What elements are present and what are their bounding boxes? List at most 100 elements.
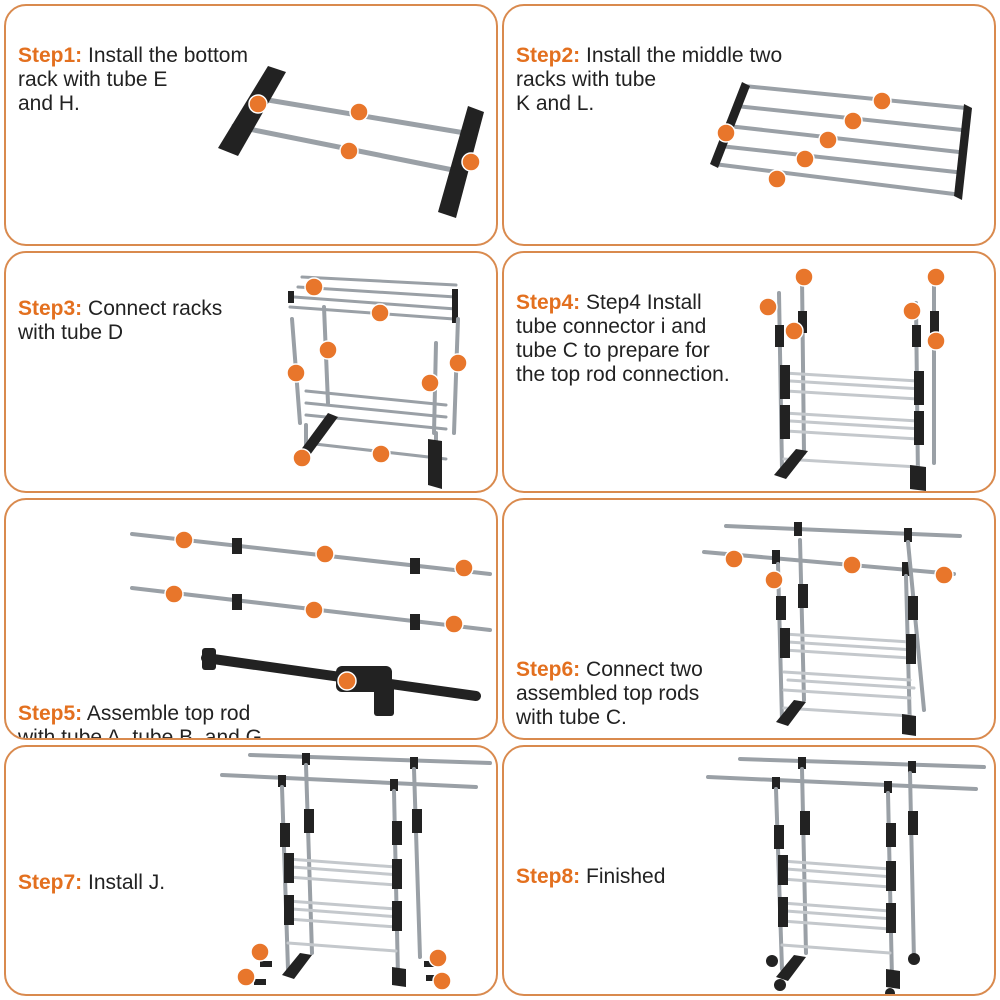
svg-text:H: H	[6, 6, 10, 13]
step2-caption: Step2: Install the middle two racks with…	[516, 20, 782, 116]
part-badge-e: E	[6, 6, 359, 161]
step2-label: Step2:	[516, 44, 581, 67]
part-badge-c: C	[504, 253, 778, 317]
step8-panel: Step8: Finished	[502, 745, 996, 996]
part-badge-k: K	[504, 6, 863, 131]
step2-illustration: K K L K K K	[504, 6, 972, 200]
svg-text:H: H	[6, 253, 10, 260]
svg-text:J: J	[6, 747, 9, 754]
step3-label: Step3:	[18, 297, 83, 320]
part-badge-j: J	[6, 747, 448, 968]
svg-text:D: D	[6, 253, 11, 260]
step1-illustration: H E E H	[6, 6, 484, 218]
part-badge-d: D	[6, 253, 468, 373]
step6-illustration: B A B C	[504, 500, 962, 736]
part-badge-k: K	[504, 6, 838, 150]
step1-panel: Step1: Install the bottom rack with tube…	[4, 4, 498, 246]
svg-text:A: A	[504, 500, 509, 507]
step6-panel: Step6: Connect two assembled top rods wi…	[502, 498, 996, 740]
svg-text:K: K	[504, 6, 509, 13]
step2-panel: Step2: Install the middle two racks with…	[502, 4, 996, 246]
step8-text: Finished	[586, 865, 666, 888]
svg-text:K: K	[504, 6, 509, 13]
step5-label: Step5:	[18, 702, 83, 725]
svg-text:J: J	[6, 747, 9, 754]
part-badge-i: I	[504, 253, 946, 351]
svg-text:K: K	[504, 6, 509, 13]
part-badge-b: B	[6, 500, 184, 604]
part-badge-b: B	[504, 500, 744, 569]
part-badge-b: B	[6, 500, 464, 634]
part-badge-c: C	[504, 253, 922, 321]
part-badge-d: D	[6, 253, 306, 383]
svg-text:K: K	[6, 253, 11, 260]
svg-text:L: L	[6, 253, 10, 260]
step7-label: Step7:	[18, 871, 83, 894]
part-badge-c: C	[504, 253, 946, 287]
part-badge-b: B	[6, 500, 194, 550]
svg-text:D: D	[6, 253, 11, 260]
svg-text:J: J	[6, 747, 9, 754]
svg-text:E: E	[6, 6, 10, 13]
part-badge-k: K	[504, 6, 815, 169]
step5-illustration: B A B B A B G	[6, 500, 492, 716]
svg-text:J: J	[6, 747, 9, 754]
svg-text:B: B	[504, 500, 509, 507]
part-badge-k: K	[6, 253, 390, 323]
part-badge-k: K	[504, 6, 892, 111]
step5-panel: Step5: Assemble top rod with tube A, tub…	[4, 498, 498, 740]
svg-text:C: C	[504, 253, 509, 260]
svg-text:E: E	[6, 6, 10, 13]
step8-illustration	[706, 757, 986, 994]
step7-caption: Step7: Install J.	[18, 847, 165, 895]
svg-text:D: D	[6, 253, 11, 260]
part-badge-a: A	[6, 500, 335, 564]
part-badge-a: A	[6, 500, 324, 620]
svg-text:D: D	[6, 253, 11, 260]
step6-caption: Step6: Connect two assembled top rods wi…	[516, 634, 703, 730]
part-badge-g: G	[6, 500, 357, 691]
svg-text:C: C	[504, 500, 509, 507]
step4-caption: Step4: Step4 Install tube connector i an…	[516, 267, 730, 387]
svg-text:G: G	[6, 500, 11, 507]
step3-illustration: L K D D D D H E	[6, 253, 468, 489]
step8-label: Step8:	[516, 865, 581, 888]
step5-caption: Step5: Assemble top rod with tube A, tub…	[18, 678, 268, 740]
part-badge-d: D	[6, 253, 440, 393]
part-badge-j: J	[6, 747, 452, 991]
part-badge-c: C	[504, 500, 784, 590]
part-badge-k: K	[504, 6, 787, 189]
part-badge-h: H	[6, 6, 481, 172]
step7-illustration: J J J J	[6, 747, 492, 991]
svg-text:B: B	[504, 500, 509, 507]
svg-text:L: L	[504, 6, 508, 13]
step1-caption: Step1: Install the bottom rack with tube…	[18, 20, 248, 116]
step6-text: Connect two assembled top rods with tube…	[516, 658, 703, 729]
part-badge-c: C	[504, 253, 814, 287]
step1-text: Install the bottom rack with tube E and …	[18, 44, 248, 115]
step4-label: Step4:	[516, 291, 581, 314]
step5-text: Assemble top rod with tube A, tube B, an…	[18, 702, 268, 740]
svg-text:K: K	[504, 6, 509, 13]
svg-text:C: C	[504, 253, 509, 260]
svg-text:B: B	[6, 500, 11, 507]
svg-text:C: C	[504, 253, 509, 260]
step7-panel: Step7: Install J. J J J	[4, 745, 498, 996]
svg-text:E: E	[6, 253, 10, 260]
svg-text:B: B	[6, 500, 11, 507]
svg-text:C: C	[504, 253, 509, 260]
svg-text:I: I	[504, 253, 506, 260]
step8-caption: Step8: Finished	[516, 841, 665, 889]
part-badge-d: D	[6, 253, 338, 360]
svg-text:K: K	[504, 6, 509, 13]
part-badge-i: I	[504, 253, 804, 341]
step2-text: Install the middle two racks with tube K…	[516, 44, 783, 115]
step4-illustration: C C C C I I	[504, 253, 946, 491]
svg-text:A: A	[6, 500, 11, 507]
svg-text:A: A	[6, 500, 11, 507]
step3-panel: Step3: Connect racks with tube D L K D D…	[4, 251, 498, 493]
part-badge-j: J	[6, 747, 270, 962]
svg-text:B: B	[6, 500, 11, 507]
part-badge-l: L	[6, 253, 324, 297]
part-badge-h: H	[6, 6, 268, 114]
